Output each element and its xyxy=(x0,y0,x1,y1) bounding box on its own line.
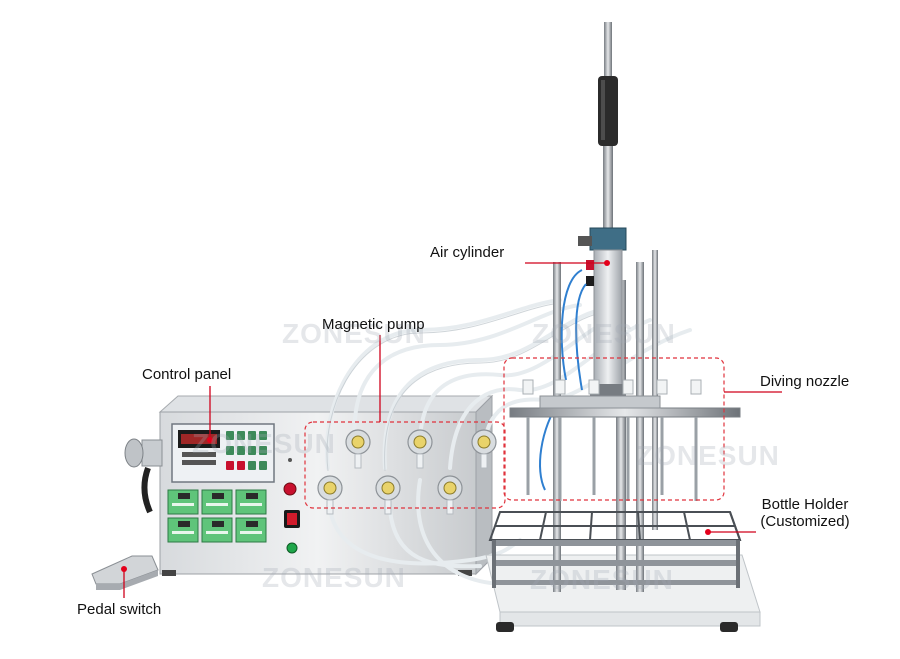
timer-module-display xyxy=(212,493,224,499)
timer-module-label xyxy=(206,531,228,534)
label-control-panel: Control panel xyxy=(142,366,232,383)
timer-module xyxy=(167,489,199,515)
timer-module-label xyxy=(172,531,194,534)
keypad-key xyxy=(248,461,256,470)
nozzle-needle xyxy=(592,417,596,495)
pump-outlet xyxy=(480,453,488,469)
rack-band xyxy=(492,560,738,566)
nozzle-needle xyxy=(694,417,698,501)
keypad-key xyxy=(226,461,234,470)
label-magnetic-pump: Magnetic pump xyxy=(322,316,425,333)
timer-module-label xyxy=(240,503,262,506)
side-handwheel xyxy=(124,438,163,514)
pump-core xyxy=(351,435,365,449)
label-bottle-holder-line2: (Customized) xyxy=(760,513,850,530)
timer-module-label xyxy=(206,503,228,506)
rack-post xyxy=(492,540,496,588)
timer-module-display xyxy=(178,521,190,527)
pump-outlet xyxy=(354,453,362,469)
watermark-bottom-left: ZONESUN xyxy=(262,562,406,593)
keypad-key xyxy=(237,461,245,470)
bottle-holder-rack xyxy=(488,511,742,588)
pump-outlet xyxy=(446,499,454,515)
callout-dots xyxy=(121,260,711,572)
nozzle-needle xyxy=(558,417,562,501)
pump-core xyxy=(443,481,457,495)
keypad-key xyxy=(259,446,267,455)
rack-band xyxy=(492,580,738,585)
control-keypad xyxy=(226,431,267,470)
keypad-key xyxy=(237,446,245,455)
magnetic-pumps xyxy=(317,429,497,515)
watermark-top-left: ZONESUN xyxy=(282,318,426,349)
label-pedal-switch: Pedal switch xyxy=(77,601,162,618)
pump-core xyxy=(381,481,395,495)
control-panel-face xyxy=(171,423,275,483)
pump-core xyxy=(477,435,491,449)
timer-module-display xyxy=(178,493,190,499)
pump-core xyxy=(323,481,337,495)
callout-lines xyxy=(123,262,782,598)
nozzle-fitting xyxy=(690,379,702,395)
nozzle-fitting xyxy=(588,379,600,395)
pump-outlet xyxy=(416,453,424,469)
timer-module-display xyxy=(212,521,224,527)
diving-nozzles xyxy=(522,379,702,501)
label-diving-nozzle: Diving nozzle xyxy=(760,373,850,390)
magnetic-pump-box xyxy=(304,421,506,509)
air-cylinder-assembly xyxy=(539,22,627,491)
keypad-key xyxy=(259,461,267,470)
nozzle-bar xyxy=(509,395,741,418)
nozzle-fitting xyxy=(554,379,566,395)
nozzle-fitting xyxy=(522,379,534,395)
timer-module-display xyxy=(246,493,258,499)
timer-module-label xyxy=(172,503,194,506)
label-bottle-holder: Bottle Holder (Customized) xyxy=(745,496,865,530)
pump-outlet xyxy=(384,499,392,515)
keypad-key xyxy=(248,446,256,455)
rack-post xyxy=(736,540,740,588)
pump-outlet xyxy=(326,499,334,515)
timer-modules xyxy=(167,489,267,543)
watermark-right: ZONESUN xyxy=(636,440,780,471)
diving-nozzle-box xyxy=(503,357,725,501)
keypad-key xyxy=(259,431,267,440)
nozzle-needle xyxy=(626,417,630,501)
keypad-key xyxy=(226,446,234,455)
watermark-bottom-right: ZONESUN xyxy=(530,564,674,595)
nozzle-needle xyxy=(526,417,530,495)
nozzle-fitting xyxy=(622,379,634,395)
label-air-cylinder: Air cylinder xyxy=(430,244,505,261)
label-bottle-holder-line1: Bottle Holder xyxy=(761,496,849,513)
timer-module-display xyxy=(246,521,258,527)
pedal-switch-device xyxy=(91,555,159,590)
keypad-key xyxy=(226,431,234,440)
nozzle-needle xyxy=(660,417,664,495)
rack-band xyxy=(492,540,738,546)
keypad-key xyxy=(237,431,245,440)
pump-core xyxy=(413,435,427,449)
keypad-key xyxy=(248,431,256,440)
support-columns xyxy=(553,250,658,592)
watermark-middle: ZONESUN xyxy=(192,428,336,459)
watermark-top-right: ZONESUN xyxy=(532,318,676,349)
timer-module-label xyxy=(240,531,262,534)
highlight-boxes xyxy=(304,357,725,509)
nozzle-fitting xyxy=(656,379,668,395)
panel-switches xyxy=(283,458,300,554)
